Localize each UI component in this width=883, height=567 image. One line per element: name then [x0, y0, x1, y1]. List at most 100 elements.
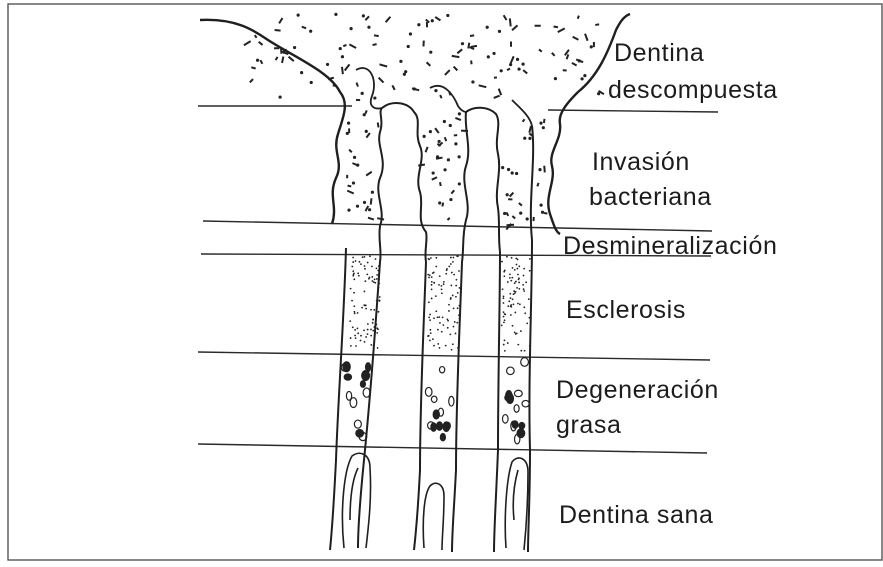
- granule: [578, 16, 579, 19]
- granule: [374, 278, 376, 280]
- granule: [369, 255, 371, 257]
- granule: [439, 275, 441, 277]
- granule: [554, 27, 558, 28]
- granule: [377, 328, 379, 330]
- granule: [470, 35, 474, 36]
- granule: [442, 203, 443, 207]
- granule: [426, 147, 428, 152]
- granule: [378, 283, 380, 285]
- granule: [529, 270, 531, 272]
- granule: [512, 25, 517, 30]
- granule: [429, 274, 431, 276]
- granule: [507, 305, 509, 307]
- odontoblast-processes: [342, 453, 528, 550]
- granule: [346, 391, 351, 400]
- granule: [445, 70, 450, 75]
- granule: [452, 257, 454, 259]
- granule: [572, 63, 577, 66]
- granule: [431, 19, 434, 22]
- granule: [352, 270, 354, 272]
- granule: [349, 44, 356, 48]
- granule: [513, 303, 515, 305]
- granule: [441, 285, 443, 287]
- granule: [509, 293, 511, 295]
- granule: [431, 423, 436, 431]
- granule: [364, 341, 366, 343]
- granule: [486, 26, 489, 29]
- granule: [351, 266, 353, 268]
- granule: [359, 261, 361, 263]
- label-bacteriana: bacteriana: [589, 181, 712, 214]
- granule: [539, 49, 542, 51]
- granule: [503, 212, 506, 215]
- granule: [520, 330, 522, 332]
- granule: [510, 193, 514, 197]
- granule: [282, 57, 283, 63]
- granule: [514, 282, 516, 284]
- granule: [449, 198, 452, 201]
- granule: [350, 337, 352, 339]
- granule: [365, 16, 369, 20]
- granule: [445, 345, 447, 347]
- granule: [339, 47, 342, 50]
- granule: [362, 371, 370, 381]
- granule: [506, 256, 508, 258]
- granule: [523, 137, 526, 140]
- granule: [428, 301, 430, 303]
- granule: [539, 121, 542, 124]
- granule: [360, 340, 362, 342]
- granule: [573, 37, 579, 40]
- granule: [504, 350, 506, 352]
- granule: [450, 257, 452, 259]
- granule: [456, 322, 458, 324]
- granule: [449, 333, 451, 335]
- granule: [457, 49, 462, 53]
- granule: [517, 268, 519, 270]
- granule: [366, 273, 368, 275]
- granule: [433, 345, 435, 347]
- granule: [507, 68, 510, 70]
- label-dentina: Dentina: [614, 37, 704, 70]
- granule: [433, 282, 435, 284]
- granule: [360, 263, 362, 265]
- granule: [518, 265, 520, 267]
- granule: [526, 217, 529, 220]
- granule: [511, 257, 513, 259]
- granule: [363, 291, 365, 293]
- granule: [455, 296, 457, 298]
- granule: [517, 274, 519, 276]
- granule: [512, 216, 515, 218]
- granule: [510, 297, 512, 299]
- granule: [357, 272, 359, 274]
- label-descompuesta: descompuesta: [608, 74, 778, 107]
- granule: [353, 278, 355, 280]
- granule: [436, 158, 443, 159]
- granule: [289, 57, 294, 61]
- granule: [367, 323, 369, 325]
- granule: [455, 118, 461, 120]
- granule: [503, 297, 505, 299]
- granule: [363, 388, 370, 397]
- granule: [522, 284, 524, 286]
- granule: [456, 279, 458, 281]
- granule: [279, 18, 282, 23]
- granule: [523, 275, 525, 277]
- granule: [379, 296, 381, 298]
- granule: [376, 324, 378, 326]
- granule: [357, 332, 359, 334]
- granule: [448, 304, 450, 306]
- granule: [512, 298, 514, 300]
- granule: [461, 42, 464, 45]
- granule: [501, 261, 503, 263]
- granule: [431, 396, 437, 402]
- granule: [355, 345, 357, 347]
- granule: [432, 338, 434, 340]
- granule: [376, 332, 378, 334]
- granule: [344, 374, 351, 380]
- granule: [372, 319, 374, 321]
- granule: [428, 258, 430, 260]
- granule: [429, 130, 432, 133]
- granule: [350, 288, 352, 290]
- granule: [370, 309, 372, 311]
- granule: [447, 158, 450, 161]
